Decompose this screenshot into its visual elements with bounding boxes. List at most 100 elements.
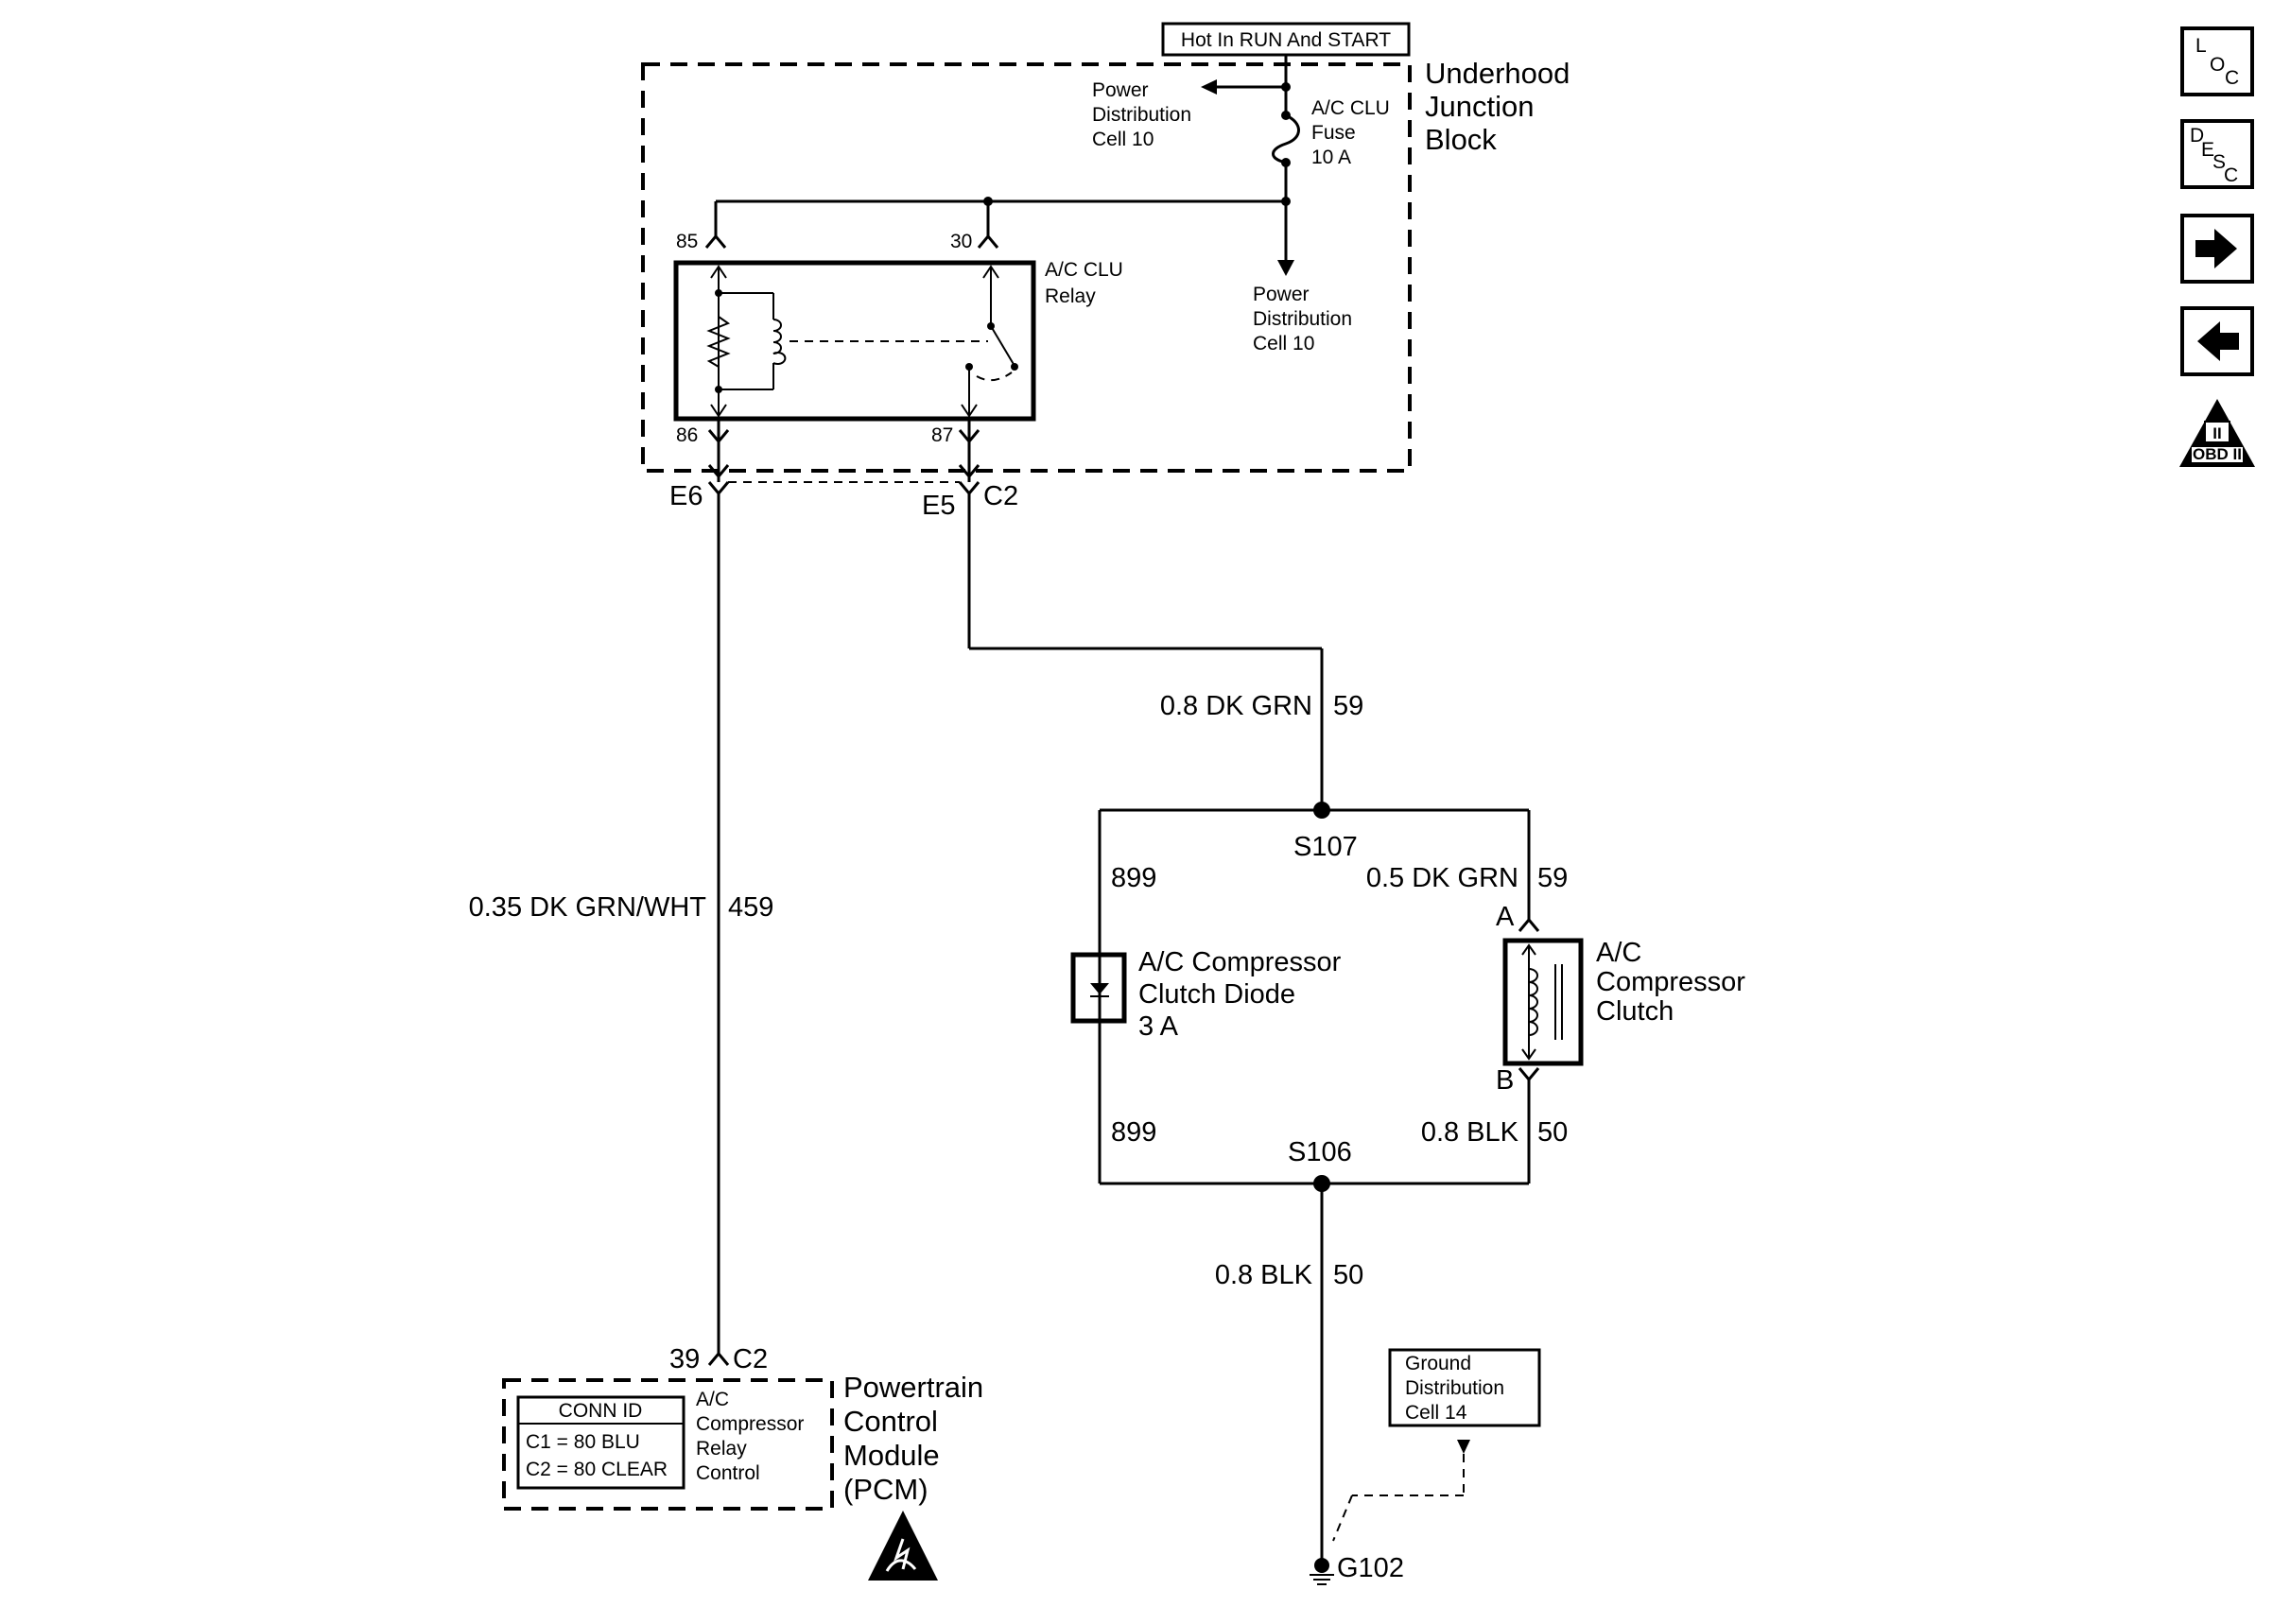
svg-text:Compressor: Compressor xyxy=(1596,967,1745,997)
connector-c2-top: C2 xyxy=(983,481,1018,511)
relay-pin-30: 30 xyxy=(950,231,972,252)
pcm-function-label: A/C Compressor Relay Control xyxy=(696,1389,804,1484)
conn-id-c1: C1 = 80 BLU xyxy=(526,1431,640,1453)
wire-459-label: 0.35 DK GRN/WHT xyxy=(469,892,707,923)
svg-text:A/C: A/C xyxy=(696,1389,729,1410)
svg-text:E: E xyxy=(2201,139,2214,161)
wire-59b-circuit: 59 xyxy=(1537,863,1568,893)
wire-59-label: 0.8 DK GRN xyxy=(1160,691,1312,721)
junction-block-line2: Junction xyxy=(1425,90,1534,123)
svg-text:Distribution: Distribution xyxy=(1405,1377,1504,1399)
previous-button[interactable] xyxy=(2180,306,2254,376)
clutch-coil-icon xyxy=(1528,968,1538,1036)
svg-text:Control: Control xyxy=(696,1462,760,1484)
description-icon: D xyxy=(2190,125,2204,147)
relay-pin-86: 86 xyxy=(676,424,698,446)
pcm-pin-39: 39 xyxy=(669,1344,700,1374)
svg-text:Power: Power xyxy=(1253,284,1310,305)
description-button[interactable]: D E S C xyxy=(2180,119,2254,189)
pcm-outline xyxy=(502,1378,834,1511)
ground-distribution-box xyxy=(1388,1348,1541,1427)
diode-label: A/C Compressor Clutch Diode 3 A xyxy=(1138,947,1342,1042)
location-button[interactable]: L O C xyxy=(2180,26,2254,96)
svg-text:Distribution: Distribution xyxy=(1092,104,1191,126)
arrow-right-icon xyxy=(2195,229,2237,268)
arrow-left-to-power-dist-icon xyxy=(1201,79,1217,95)
junction-block-label: Underhood Junction Block xyxy=(1425,57,1570,156)
svg-text:Fuse: Fuse xyxy=(1311,122,1356,144)
svg-text:O: O xyxy=(2210,54,2225,76)
svg-text:(PCM): (PCM) xyxy=(843,1473,928,1506)
junction-block-line3: Block xyxy=(1425,123,1497,156)
fuse-label: A/C CLU Fuse 10 A xyxy=(1311,97,1390,168)
relay-box xyxy=(673,260,1036,422)
wire-459-circuit: 459 xyxy=(728,892,773,923)
diode-box xyxy=(1070,952,1127,1024)
svg-text:10 A: 10 A xyxy=(1311,147,1351,168)
svg-text:Cell 10: Cell 10 xyxy=(1253,333,1314,354)
arrow-to-ground-dist-icon xyxy=(1457,1440,1470,1454)
relay-label: A/C CLU Relay xyxy=(1045,259,1123,307)
svg-text:Power: Power xyxy=(1092,79,1149,101)
svg-text:Cell 14: Cell 14 xyxy=(1405,1402,1467,1424)
next-button[interactable] xyxy=(2180,214,2254,284)
svg-text:C: C xyxy=(2225,67,2239,89)
svg-text:Cell 10: Cell 10 xyxy=(1092,129,1154,150)
wire-59b-label: 0.5 DK GRN xyxy=(1366,863,1518,893)
conn-id-box xyxy=(516,1395,685,1490)
svg-text:Module: Module xyxy=(843,1439,940,1472)
power-distribution-mid-label: Power Distribution Cell 10 xyxy=(1253,284,1352,354)
svg-text:Control: Control xyxy=(843,1405,938,1438)
ground-icon xyxy=(1310,1558,1334,1585)
junction-block-outline xyxy=(641,62,1412,473)
svg-text:Relay: Relay xyxy=(1045,285,1096,307)
wire-50-circuit: 50 xyxy=(1537,1117,1568,1148)
svg-text:Compressor: Compressor xyxy=(696,1413,804,1435)
arrow-left-icon xyxy=(2197,321,2239,361)
svg-text:Powertrain: Powertrain xyxy=(843,1371,983,1404)
svg-text:A/C: A/C xyxy=(1596,938,1641,968)
svg-text:A/C Compressor: A/C Compressor xyxy=(1138,947,1342,977)
clutch-box xyxy=(1502,938,1584,1066)
junction-block-line1: Underhood xyxy=(1425,57,1570,90)
svg-text:Distribution: Distribution xyxy=(1253,308,1352,330)
splice-s106: S106 xyxy=(1288,1137,1352,1167)
connector-c2-bottom: C2 xyxy=(733,1344,768,1374)
connector-e6: E6 xyxy=(669,481,703,511)
power-distribution-top-label: Power Distribution Cell 10 xyxy=(1092,79,1191,150)
location-icon: L xyxy=(2195,35,2207,57)
wire-50b-label: 0.8 BLK xyxy=(1215,1260,1313,1290)
hot-in-run-and-start-label: Hot In RUN And START xyxy=(1161,22,1411,57)
wire-50b-circuit: 50 xyxy=(1333,1260,1363,1290)
svg-text:A/C CLU: A/C CLU xyxy=(1311,97,1390,119)
wire-50-label: 0.8 BLK xyxy=(1421,1117,1519,1148)
esd-warning-icon xyxy=(868,1511,938,1581)
wire-899-top: 899 xyxy=(1111,863,1156,893)
diode-icon xyxy=(1090,983,1109,997)
splice-s107: S107 xyxy=(1293,832,1358,862)
relay-pin-87: 87 xyxy=(931,424,953,446)
pcm-label: Powertrain Control Module (PCM) xyxy=(843,1371,983,1506)
connector-e5: E5 xyxy=(922,491,955,521)
svg-text:S: S xyxy=(2212,151,2226,173)
svg-text:OBD II: OBD II xyxy=(2193,445,2242,463)
clutch-label: A/C Compressor Clutch xyxy=(1596,938,1745,1027)
clutch-pin-b: B xyxy=(1496,1065,1514,1096)
svg-text:Clutch: Clutch xyxy=(1596,996,1674,1027)
resistor-icon xyxy=(706,316,731,368)
svg-text:3 A: 3 A xyxy=(1138,1011,1179,1042)
fuse-icon xyxy=(1272,113,1300,164)
obd-ii-button[interactable]: II OBD II xyxy=(2179,399,2255,467)
conn-id-header: CONN ID xyxy=(559,1400,643,1422)
svg-text:C: C xyxy=(2224,164,2238,186)
hot-label-text: Hot In RUN And START xyxy=(1181,29,1391,51)
svg-text:Relay: Relay xyxy=(696,1438,747,1460)
clutch-pin-a: A xyxy=(1496,902,1515,932)
coil-icon xyxy=(772,319,787,365)
ground-distribution-label: Ground Distribution Cell 14 xyxy=(1405,1353,1504,1424)
svg-text:II: II xyxy=(2212,424,2221,442)
svg-text:Ground: Ground xyxy=(1405,1353,1471,1374)
svg-text:Clutch Diode: Clutch Diode xyxy=(1138,979,1295,1010)
conn-id-c2: C2 = 80 CLEAR xyxy=(526,1459,668,1480)
